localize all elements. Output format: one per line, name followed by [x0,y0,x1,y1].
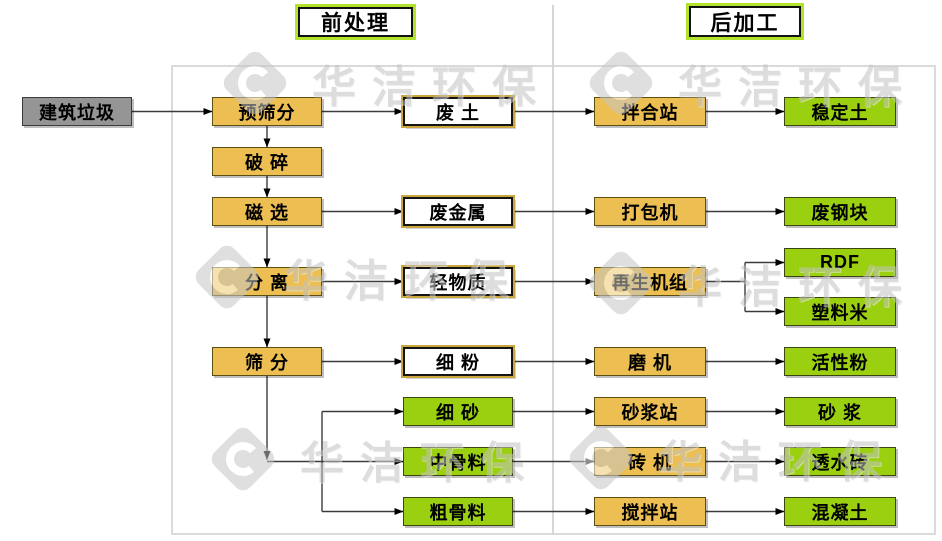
node-permeable-brick: 透水砖 [784,447,896,476]
node-fine-powder: 细 粉 [401,345,515,378]
section-header-post-processing: 后加工 [686,3,804,40]
node-baler: 打包机 [594,197,706,226]
node-concrete: 混凝土 [784,497,896,526]
node-regeneration-unit: 再生机组 [594,267,706,296]
node-mortar-station: 砂浆站 [594,397,706,426]
node-mixing-station: 拌合站 [594,97,706,126]
node-mortar: 砂 浆 [784,397,896,426]
node-medium-aggregate: 中骨料 [403,447,513,476]
node-active-powder: 活性粉 [784,347,896,376]
node-screening: 筛 分 [212,347,322,376]
section-divider-line [552,5,554,535]
node-crushing: 破 碎 [212,147,322,176]
node-construction-waste: 建筑垃圾 [22,97,132,126]
node-coarse-aggregate: 粗骨料 [403,497,513,526]
node-brick-machine: 砖 机 [594,447,706,476]
node-mixing-plant: 搅拌站 [594,497,706,526]
node-stabilized-soil: 稳定土 [784,97,896,126]
node-fine-sand: 细 砂 [403,397,513,426]
section-header-pre-processing: 前处理 [295,4,416,40]
node-light-material: 轻物质 [401,265,515,298]
node-grinding-mill: 磨 机 [594,347,706,376]
node-magnetic-separation: 磁 选 [212,197,322,226]
node-scrap-metal: 废金属 [401,195,515,228]
node-plastic-pellets: 塑料米 [784,297,896,326]
node-separation: 分 离 [212,267,322,296]
node-scrap-steel-block: 废钢块 [784,197,896,226]
node-pre-screening: 预筛分 [212,97,322,126]
node-waste-soil: 废 土 [401,95,515,128]
node-rdf: RDF [784,248,896,277]
